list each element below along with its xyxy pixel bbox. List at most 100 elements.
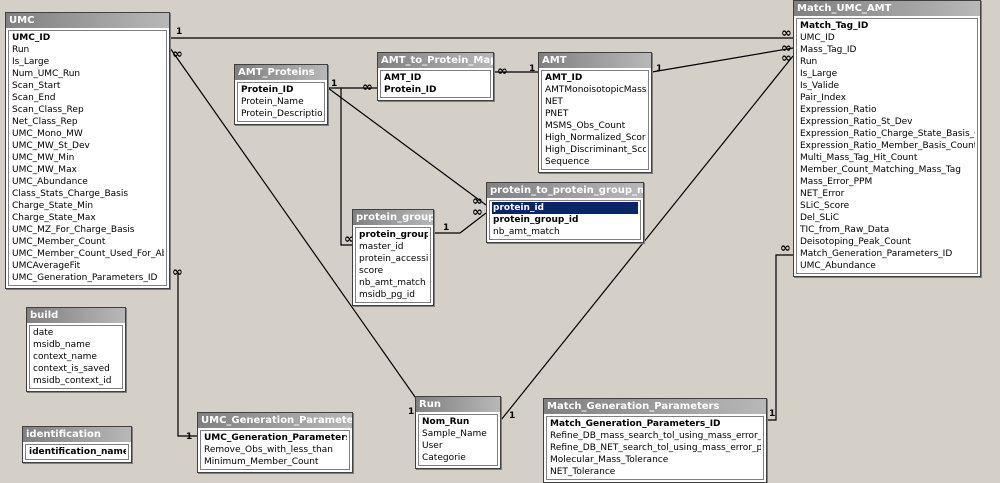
- field-item[interactable]: TIC_from_Raw_Data: [800, 225, 890, 235]
- field-item[interactable]: UMC_MW_Max: [12, 165, 77, 175]
- table-title[interactable]: AMT: [539, 53, 651, 68]
- table-title[interactable]: Match_UMC_AMT: [794, 1, 980, 16]
- field-item[interactable]: nb_amt_match: [493, 227, 560, 237]
- field-item[interactable]: protein_group_id: [493, 215, 579, 225]
- table-title[interactable]: build: [27, 308, 125, 323]
- field-item[interactable]: UMC_MW_St_Dev: [12, 141, 90, 151]
- table-title[interactable]: AMT_Proteins: [235, 65, 327, 80]
- field-item[interactable]: Expression_Ratio: [800, 105, 877, 115]
- field-item[interactable]: NET_Tolerance: [550, 467, 616, 477]
- field-item[interactable]: Is_Valide: [800, 81, 840, 91]
- field-item[interactable]: User: [422, 441, 443, 451]
- field-item[interactable]: Mass_Tag_ID: [800, 45, 857, 55]
- field-item[interactable]: AMT_ID: [384, 73, 422, 83]
- field-item[interactable]: Multi_Mass_Tag_Hit_Count: [800, 153, 918, 163]
- field-item[interactable]: AMTMonoisotopicMass: [545, 85, 646, 95]
- field-item[interactable]: msidb_context_id: [33, 376, 112, 386]
- field-item[interactable]: Member_Count_Matching_Mass_Tag: [800, 165, 962, 175]
- field-item[interactable]: UMC_Generation_Parameters_ID: [12, 273, 158, 283]
- field-item[interactable]: Remove_Obs_with_less_than: [204, 445, 333, 455]
- field-list[interactable]: protein_group_id master_id protein_accessi…: [355, 227, 431, 303]
- table-protein-to-protein-group-map[interactable]: protein_to_protein_group_map protein_idpr…: [486, 182, 644, 243]
- field-item[interactable]: NET: [545, 97, 563, 107]
- field-item[interactable]: Is_Large: [800, 69, 838, 79]
- field-item[interactable]: UMCAverageFit: [12, 261, 81, 271]
- field-item[interactable]: UMC_Member_Count_Used_For_Abu: [12, 249, 164, 259]
- field-item[interactable]: Protein_ID: [384, 85, 437, 95]
- field-item[interactable]: identification_name: [29, 447, 126, 457]
- field-item[interactable]: Categorie: [422, 453, 466, 463]
- field-item[interactable]: Class_Stats_Charge_Basis: [12, 189, 129, 199]
- field-item[interactable]: Scan_Class_Rep: [12, 105, 84, 115]
- table-title[interactable]: identification: [23, 427, 131, 442]
- field-item[interactable]: UMC_ID: [12, 33, 51, 43]
- field-item[interactable]: context_name: [33, 352, 97, 362]
- table-title[interactable]: UMC: [6, 13, 169, 28]
- field-item[interactable]: Charge_State_Max: [12, 213, 96, 223]
- field-item[interactable]: UMC_MZ_For_Charge_Basis: [12, 225, 135, 235]
- field-item[interactable]: Sequence: [545, 157, 590, 167]
- field-item[interactable]: Scan_Start: [12, 81, 61, 91]
- field-item[interactable]: UMC_MW_Min: [12, 153, 75, 163]
- field-item[interactable]: UMC_Abundance: [12, 177, 88, 187]
- table-title[interactable]: Run: [416, 397, 500, 412]
- field-item[interactable]: protein_group_id: [359, 230, 428, 240]
- field-item[interactable]: PNET: [545, 109, 569, 119]
- field-item[interactable]: Protein_ID: [241, 85, 294, 95]
- field-item[interactable]: Expression_Ratio_Member_Basis_Count: [800, 141, 975, 151]
- table-title[interactable]: protein_to_protein_group_map: [487, 183, 643, 198]
- field-item[interactable]: protein_accession: [359, 254, 428, 264]
- field-item[interactable]: Protein_Description: [241, 109, 322, 119]
- field-item[interactable]: Match_Generation_Parameters_ID: [800, 249, 953, 259]
- field-item[interactable]: score: [359, 266, 384, 276]
- field-item[interactable]: Nom_Run: [422, 417, 470, 427]
- field-item[interactable]: Pair_Index: [800, 93, 847, 103]
- field-item[interactable]: msidb_pg_id: [359, 290, 416, 300]
- field-item[interactable]: UMC_Generation_Parameters_ID: [204, 433, 347, 443]
- field-item[interactable]: UMC_Member_Count: [12, 237, 106, 247]
- field-item[interactable]: master_id: [359, 242, 404, 252]
- field-item[interactable]: Mass_Error_PPM: [800, 177, 873, 187]
- field-item[interactable]: SLiC_Score: [800, 201, 850, 211]
- field-item[interactable]: date: [33, 328, 54, 338]
- field-item[interactable]: MSMS_Obs_Count: [545, 121, 626, 131]
- field-item[interactable]: Refine_DB_NET_search_tol_using_mass_erro…: [550, 443, 761, 453]
- field-item[interactable]: UMC_ID: [800, 33, 835, 43]
- field-item[interactable]: High_Discriminant_Score: [545, 145, 646, 155]
- table-match-umc-amt[interactable]: Match_UMC_AMT Match_Tag_ID UMC_ID Mass_Tag_…: [793, 0, 981, 277]
- field-item[interactable]: Expression_Ratio_St_Dev: [800, 117, 913, 127]
- field-item[interactable]: NET_Error: [800, 189, 845, 199]
- field-item[interactable]: protein_id: [492, 202, 638, 214]
- field-list[interactable]: AMT_ID Protein_ID: [380, 70, 491, 98]
- field-item[interactable]: Num_UMC_Run: [12, 69, 81, 79]
- field-item[interactable]: Is_Large: [12, 57, 50, 67]
- field-item[interactable]: Deisotoping_Peak_Count: [800, 237, 911, 247]
- field-item[interactable]: Scan_End: [12, 93, 56, 103]
- field-item[interactable]: Match_Generation_Parameters_ID: [550, 419, 721, 429]
- field-item[interactable]: Run: [800, 57, 818, 67]
- field-item[interactable]: Run: [12, 45, 30, 55]
- field-list[interactable]: identification_name: [25, 444, 129, 460]
- field-item[interactable]: Match_Tag_ID: [800, 21, 869, 31]
- field-item[interactable]: High_Normalized_Score: [545, 133, 646, 143]
- field-list[interactable]: UMC_Generation_Parameters_ID Remove_Obs_w…: [200, 430, 350, 470]
- field-item[interactable]: Protein_Name: [241, 97, 304, 107]
- field-item[interactable]: nb_amt_match: [359, 278, 426, 288]
- table-identification[interactable]: identification identification_name: [22, 426, 132, 463]
- table-title[interactable]: Match_Generation_Parameters: [544, 399, 766, 414]
- field-item[interactable]: context_is_saved: [33, 364, 110, 374]
- table-protein-group[interactable]: protein_groupprotein_group_idmaster_idpr…: [352, 209, 434, 306]
